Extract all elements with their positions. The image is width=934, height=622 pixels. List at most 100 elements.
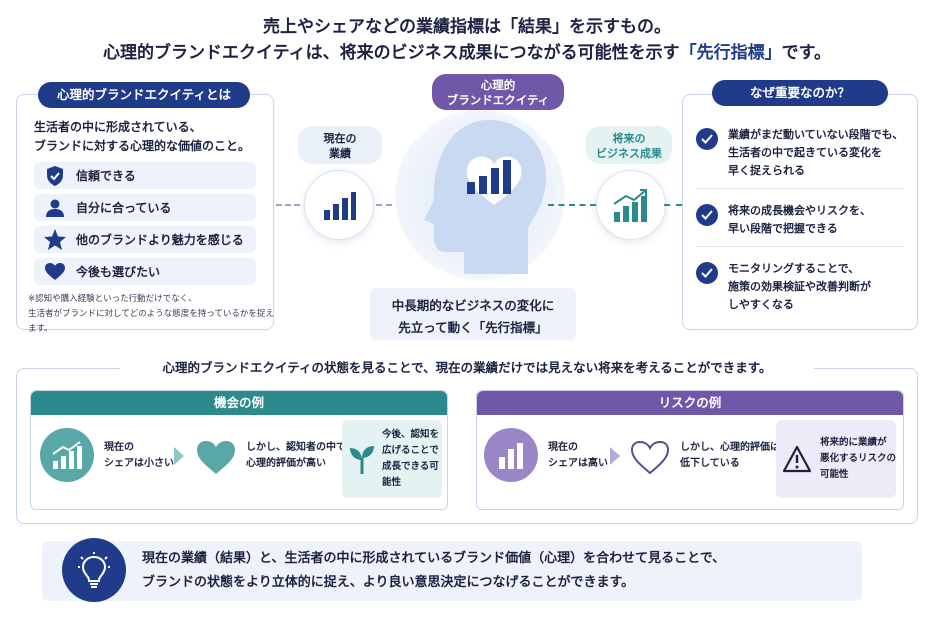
summary-line-2: ブランドの状態をより立体的に捉え、より良い意思決定につなげることができます。: [142, 575, 635, 590]
head-silhouette-icon: [424, 120, 546, 274]
definition-note-1: ※認知や購入経験といった行動だけでなく、: [28, 294, 197, 304]
sprout-icon: [350, 446, 374, 474]
importance-line: 早く捉えられる: [728, 164, 805, 177]
headline-line-2-c: です。: [781, 43, 831, 63]
risk-example-head: リスクの例: [477, 391, 903, 415]
definition-lead: 生活者の中に形成されている、 ブランドに対する心理的な価値のこと。: [34, 118, 264, 156]
risk-arrow-1: [610, 447, 620, 465]
shield-check-icon: [34, 165, 76, 187]
arrow-current-to-equity: [376, 204, 412, 206]
importance-title: なぜ重要なのか？: [712, 80, 888, 106]
bar-chart-icon: [324, 192, 356, 220]
lightbulb-icon: [78, 552, 110, 588]
step-line: 今後、認知を: [382, 429, 440, 440]
opportunity-arrow-1: [174, 447, 184, 465]
opportunity-outcome-box: 今後、認知を 広げることで 成長できる可能性: [342, 420, 442, 498]
growth-chart-icon: [613, 189, 647, 222]
future-label-2: ビジネス成果: [596, 147, 662, 160]
step-line: 可能性: [820, 469, 849, 480]
examples-band-title: 心理的ブランドエクイティの状態を見ることで、現在の業績だけでは見えない将来を考え…: [120, 358, 814, 378]
importance-panel: [682, 94, 918, 330]
equity-label-2: ブランドエクイティ: [446, 93, 550, 107]
definition-item-label: 自分に合っている: [76, 201, 172, 215]
definition-title: 心理的ブランドエクイティとは: [38, 82, 250, 108]
heart-outline-icon: [630, 440, 670, 475]
importance-item-text: 将来の成長機会やリスクを、 早い段階で把握できる: [728, 202, 871, 238]
growth-chart-icon: [52, 441, 82, 469]
importance-line: モニタリングすることで、: [728, 262, 860, 275]
importance-line: 生活者の中で起きている変化を: [728, 146, 882, 159]
risk-outcome-box: 将来的に業績が 悪化するリスクの 可能性: [776, 420, 896, 498]
current-performance-label: 現在の 業績: [298, 126, 382, 164]
callout-line-2: 先立って動く「先行指標」: [398, 320, 548, 335]
equity-label: 心理的 ブランドエクイティ: [432, 74, 564, 110]
leading-indicator-callout: 中長期的なビジネスの変化に 先立って動く「先行指標」: [370, 288, 576, 340]
definition-item-label: 信頼できる: [76, 169, 136, 183]
importance-divider: [696, 188, 904, 189]
importance-item-3: モニタリングすることで、 施策の効果検証や改善判断が しやすくなる: [696, 260, 910, 314]
importance-line: 将来の成長機会やリスクを、: [728, 204, 871, 217]
check-circle-icon: [696, 128, 718, 150]
opportunity-example-head: 機会の例: [31, 391, 447, 415]
importance-divider: [696, 246, 904, 247]
check-circle-icon: [696, 262, 718, 284]
equity-label-1: 心理的: [480, 78, 516, 92]
importance-item-text: 業績がまだ動いていない段階でも、 生活者の中で起きている変化を 早く捉えられる: [728, 126, 903, 180]
future-results-circle: [596, 170, 666, 240]
headline-line-2: 心理的ブランドエクイティは、将来のビジネス成果につながる可能性を示す「先行指標」…: [0, 38, 934, 63]
arrow-equity-to-future: [548, 204, 596, 206]
definition-lead-2: ブランドに対する心理的な価値のこと。: [34, 139, 251, 153]
current-label-1: 現在の: [323, 132, 357, 145]
step-line: 悪化するリスクの: [820, 453, 897, 464]
summary-line-1: 現在の業績（結果）と、生活者の中に形成されているブランド価値（心理）を合わせて見…: [142, 551, 726, 566]
step-line: 将来的に業績が: [820, 437, 887, 448]
definition-note: ※認知や購入経験といった行動だけでなく、 生活者がブランドに対してどのような態度…: [28, 292, 274, 337]
current-performance-circle: [304, 170, 374, 240]
arrow-future-to-right: [664, 204, 682, 206]
step-line: 成長できる可能性: [382, 461, 439, 488]
summary-box: [42, 541, 862, 601]
bar-chart-icon: [499, 443, 523, 469]
step-line: 現在の: [548, 442, 578, 453]
warning-icon: [782, 445, 812, 473]
step-line: 心理的評価が高い: [246, 458, 326, 469]
step-line: シェアは高い: [548, 458, 608, 469]
opportunity-chart-circle: [40, 428, 94, 482]
check-circle-icon: [696, 204, 718, 226]
importance-item-1: 業績がまだ動いていない段階でも、 生活者の中で起きている変化を 早く捉えられる: [696, 126, 910, 180]
definition-lead-1: 生活者の中に形成されている、: [34, 120, 202, 134]
callout-line-1: 中長期的なビジネスの変化に: [391, 298, 555, 313]
definition-item-label: 他のブランドより魅力を感じる: [76, 233, 244, 247]
headline-line-1: 売上やシェアなどの業績指標は「結果」を示すもの。: [263, 17, 671, 37]
importance-item-text: モニタリングすることで、 施策の効果検証や改善判断が しやすくなる: [728, 260, 871, 314]
opportunity-step-2: しかし、認知者の中では 心理的評価が高い: [246, 440, 356, 472]
summary-text: 現在の業績（結果）と、生活者の中に形成されているブランド価値（心理）を合わせて見…: [142, 547, 858, 595]
current-label-2: 業績: [329, 147, 351, 160]
step-line: しかし、心理的評価は: [680, 442, 780, 453]
heart-icon: [197, 441, 235, 474]
importance-item-2: 将来の成長機会やリスクを、 早い段階で把握できる: [696, 202, 910, 238]
headline-line-2-a: 心理的ブランドエクイティは、将来のビジネス成果につながる可能性を示す: [103, 43, 680, 63]
equity-bar-chart-icon: [467, 160, 511, 194]
definition-item-choose: 今後も選びたい: [34, 258, 256, 285]
opportunity-step-3: 今後、認知を 広げることで 成長できる可能性: [382, 427, 442, 491]
arrow-left-to-current: [276, 204, 300, 206]
importance-line: 業績がまだ動いていない段階でも、: [728, 128, 904, 141]
definition-item-trust: 信頼できる: [34, 162, 256, 189]
person-icon: [34, 198, 76, 218]
lightbulb-circle: [62, 538, 126, 602]
importance-line: 早い段階で把握できる: [728, 222, 838, 235]
importance-line: 施策の効果検証や改善判断が: [728, 280, 871, 293]
future-results-label: 将来の ビジネス成果: [586, 126, 672, 164]
definition-note-2: 生活者がブランドに対してどのような態度を持っているかを捉えます。: [28, 309, 274, 334]
definition-item-fit: 自分に合っている: [34, 194, 256, 221]
star-icon: [34, 229, 76, 250]
definition-item-attractive: 他のブランドより魅力を感じる: [34, 226, 256, 253]
step-line: 広げることで: [382, 445, 439, 456]
step-line: しかし、認知者の中では: [246, 442, 356, 453]
risk-chart-circle: [484, 428, 538, 482]
step-line: シェアは小さい: [104, 458, 174, 469]
step-line: 低下している: [680, 458, 740, 469]
risk-step-2: しかし、心理的評価は 低下している: [680, 440, 780, 472]
step-line: 現在の: [104, 442, 134, 453]
